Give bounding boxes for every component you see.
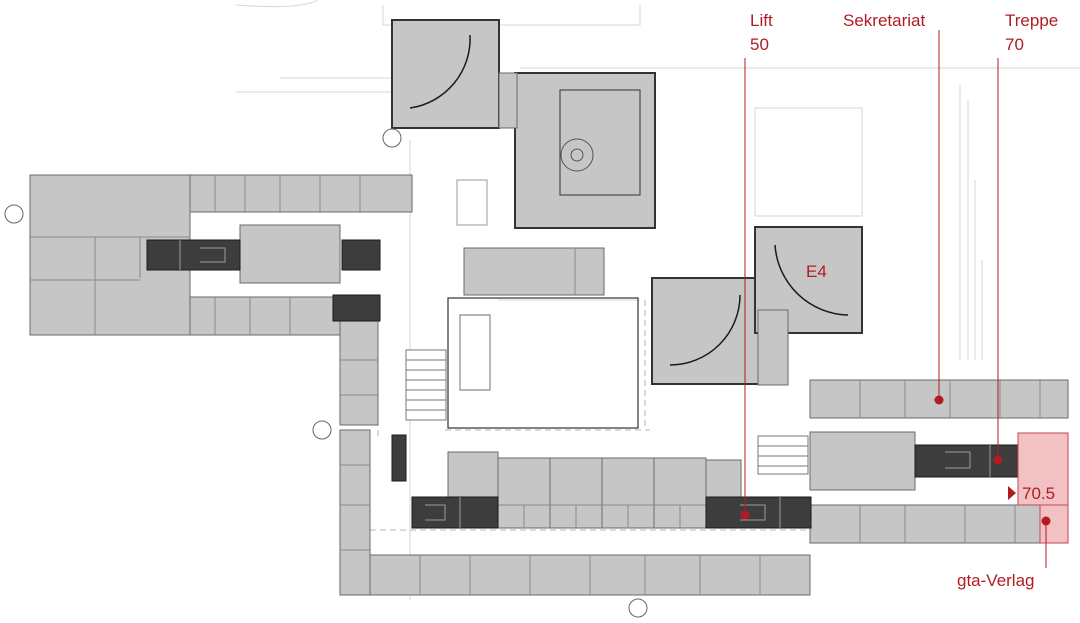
location-dots <box>740 395 1051 526</box>
atrium <box>447 179 639 429</box>
leader-lines <box>744 30 1047 568</box>
entrance-south <box>628 598 648 618</box>
label-room-70-5: 70.5 <box>1022 484 1055 503</box>
room-block-east-south <box>809 504 1069 544</box>
core-details <box>179 240 991 528</box>
entrance-sw <box>312 420 332 440</box>
room-block-aud-1 <box>447 451 499 498</box>
location-dot-icon <box>934 395 944 405</box>
site-lines <box>235 0 1080 600</box>
label-sekretariat: Sekretariat <box>843 11 925 30</box>
entrance-arrow-icon <box>1008 486 1016 500</box>
room-block-center <box>463 247 605 296</box>
entrances <box>4 128 648 618</box>
rooms <box>29 19 1069 596</box>
location-dot-icon <box>1041 516 1051 526</box>
room-block-west-north <box>189 174 413 213</box>
core-lift-50 <box>705 496 812 529</box>
room-partitions <box>30 175 1041 595</box>
label-lift-number: 50 <box>750 35 769 54</box>
entrance-west <box>4 204 24 224</box>
location-dot-icon <box>993 455 1003 465</box>
room-block-aud-6 <box>705 459 742 501</box>
core-south-2 <box>411 496 499 529</box>
core-east <box>914 444 1019 478</box>
cores <box>146 239 1019 529</box>
label-treppe: Treppe <box>1005 11 1058 30</box>
room-block-north-link <box>498 72 518 129</box>
hall-arcs <box>409 34 849 366</box>
core-south-1 <box>391 434 407 482</box>
room-block-north-hall <box>514 72 656 229</box>
core-west-3 <box>332 294 381 322</box>
core-west-1 <box>146 239 241 271</box>
room-block-e-link <box>757 309 789 386</box>
label-room-e4: E4 <box>806 262 827 281</box>
room-block-east-mid <box>809 431 916 491</box>
location-dot-icon <box>740 510 750 520</box>
room-70-5-highlight <box>1017 432 1069 506</box>
room-block-east-tower <box>651 277 760 385</box>
label-lift: Lift <box>750 11 773 30</box>
core-west-2 <box>341 239 381 271</box>
label-treppe-number: 70 <box>1005 35 1024 54</box>
entrance-nw <box>382 128 402 148</box>
room-block-west-south <box>189 296 341 336</box>
room-block-south-west <box>339 319 379 426</box>
room-block-nw-tower <box>391 19 500 129</box>
label-gta-verlag: gta-Verlag <box>957 571 1035 590</box>
room-block-south-west-2 <box>339 429 371 596</box>
room-block-west-mid <box>239 224 341 284</box>
stair-shapes <box>405 349 809 475</box>
